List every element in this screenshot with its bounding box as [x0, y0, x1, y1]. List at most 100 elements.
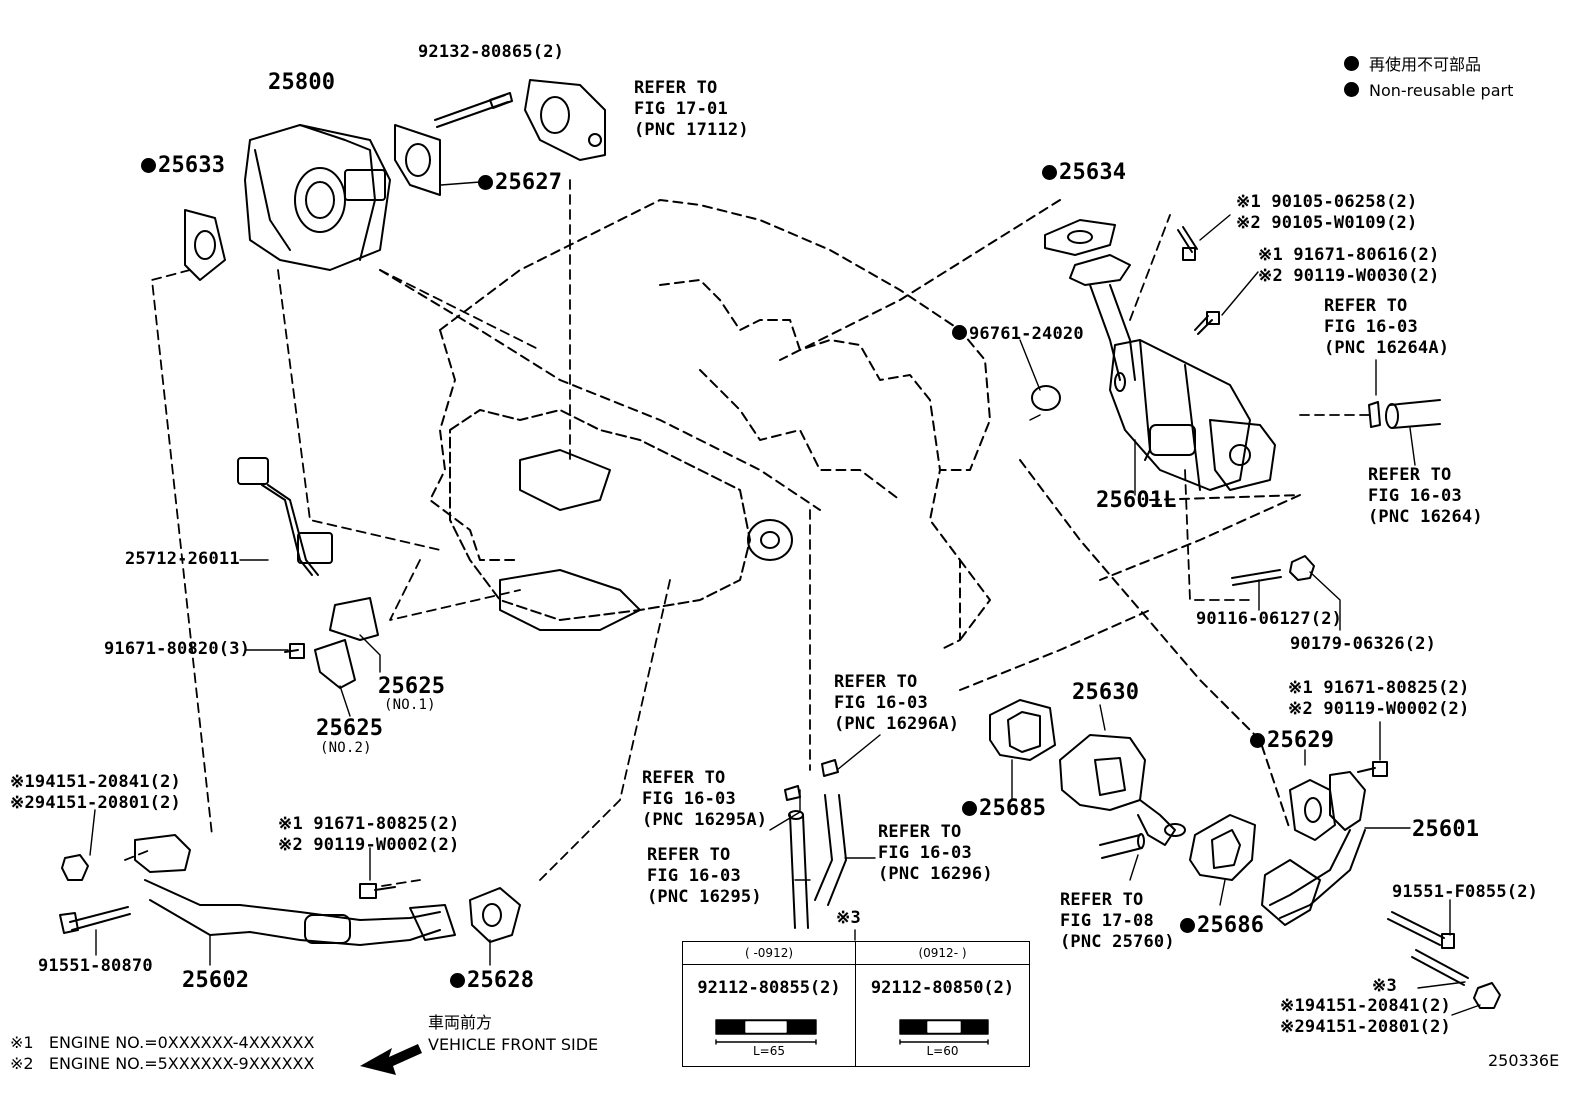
- part-number: 96761-24020: [969, 324, 1084, 344]
- engine-note-2: ※2 ENGINE NO.=5XXXXXX-9XXXXXX: [10, 1054, 315, 1073]
- part-label-25625-no2: 25625: [316, 716, 384, 741]
- part-label-94151-right: ※194151-20841(2) ※294151-20801(2): [1280, 996, 1451, 1037]
- nut-94151-right: [1473, 982, 1501, 1009]
- part-label-90116-06127: 90116-06127(2): [1196, 609, 1343, 629]
- stud-90116: [1231, 569, 1282, 586]
- part-label-92132-80865: 92132-80865(2): [418, 42, 565, 62]
- part-label-25625-no1: 25625: [378, 674, 446, 699]
- part-label-90179-06326: 90179-06326(2): [1290, 634, 1437, 654]
- non-reusable-dot-icon: [1344, 56, 1359, 71]
- bolt-90105: [1177, 226, 1198, 261]
- hose-16296: [814, 794, 847, 906]
- part-label-25602: 25602: [182, 968, 250, 993]
- legend-row-en: Non-reusable part: [1344, 78, 1513, 104]
- part-number: 25627: [495, 170, 563, 195]
- flange-17112: [524, 79, 606, 161]
- throttle-body-25800: [244, 124, 391, 271]
- part-label-96761-24020: 96761-24020: [952, 324, 1084, 345]
- vehicle-front-ja: 車両前方: [428, 1013, 493, 1032]
- refer-fig-16-03-16264A: REFER TO FIG 16-03 (PNC 16264A): [1324, 296, 1450, 358]
- col1-part-number: 92112-80855(2): [697, 978, 841, 998]
- pipe-25760: [1099, 833, 1145, 859]
- part-label-94151-left: ※194151-20841(2) ※294151-20801(2): [10, 772, 181, 813]
- refer-fig-16-03-16295: REFER TO FIG 16-03 (PNC 16295): [647, 845, 762, 907]
- part-label-25629: 25629: [1250, 728, 1334, 754]
- refer-fig-16-03-16296A: REFER TO FIG 16-03 (PNC 16296A): [834, 672, 960, 734]
- part-label-91671-80820: 91671-80820(3): [104, 639, 251, 659]
- nut-94151-left: [61, 854, 89, 881]
- front-arrow-icon: [360, 1044, 422, 1075]
- refer-fig-17-01: REFER TO FIG 17-01 (PNC 17112): [634, 78, 749, 140]
- part-label-25627: 25627: [478, 170, 562, 196]
- bolt-91551-F0855: [1387, 911, 1455, 949]
- legend-row-ja: 再使用不可部品: [1344, 52, 1513, 78]
- nut-90179: [1289, 555, 1315, 581]
- part-label-91671-80825-right: ※1 91671-80825(2) ※2 90119-W0002(2): [1288, 678, 1470, 719]
- bolt-91671-825-right: [1357, 761, 1388, 777]
- solid-leaders: [89, 181, 1481, 1016]
- stud-length-table: ( -0912) (0912- ) 92112-80855(2) 92112-8…: [682, 941, 1030, 1067]
- intake-manifold: [449, 409, 793, 631]
- egr-pipe-25634: [1044, 219, 1136, 381]
- non-reusable-dot-icon: [1042, 165, 1057, 180]
- egr-cooler-25601L: [1109, 339, 1276, 491]
- refer-fig-16-03-16264: REFER TO FIG 16-03 (PNC 16264): [1368, 465, 1483, 527]
- gasket-25633: [184, 209, 226, 281]
- part-label-91671-80825-left: ※1 91671-80825(2) ※2 90119-W0002(2): [278, 814, 460, 855]
- stud-length-diagrams: [715, 1019, 989, 1045]
- part-number: 25628: [467, 968, 535, 993]
- legend: 再使用不可部品 Non-reusable part: [1344, 52, 1513, 104]
- non-reusable-dot-icon: [962, 801, 977, 816]
- egr-pipe-25601: [1261, 771, 1366, 926]
- engine-note-1: ※1 ENGINE NO.=0XXXXXX-4XXXXXX: [10, 1033, 315, 1052]
- gasket-25627: [394, 124, 441, 196]
- part-label-25628: 25628: [450, 968, 534, 994]
- bracket-25625-no1: [329, 597, 379, 641]
- gasket-25685: [989, 699, 1056, 761]
- non-reusable-dot-icon: [1344, 82, 1359, 97]
- gasket-25629: [1289, 779, 1336, 841]
- part-label-25601L: 25601L: [1096, 488, 1177, 513]
- bolt-91671-616: [1194, 311, 1220, 335]
- refer-fig-16-03-16296: REFER TO FIG 16-03 (PNC 16296): [878, 822, 993, 884]
- refer-fig-16-03-16295A: REFER TO FIG 16-03 (PNC 16295A): [642, 768, 768, 830]
- note-3-right: ※3: [1372, 976, 1397, 996]
- o-ring-96761: [1031, 385, 1061, 411]
- bracket-25625-no2: [314, 639, 356, 689]
- part-label-25685: 25685: [962, 796, 1046, 822]
- part-label-25800: 25800: [268, 70, 336, 95]
- stud-92112: [1411, 949, 1469, 986]
- refer-fig-17-08-25760: REFER TO FIG 17-08 (PNC 25760): [1060, 890, 1175, 952]
- vehicle-front-en: VEHICLE FRONT SIDE: [428, 1035, 599, 1054]
- gasket-25628: [469, 887, 521, 943]
- part-label-25625-no2-note: (NO.2): [320, 740, 372, 756]
- hose-16264: [1368, 399, 1441, 429]
- part-label-91671-80616: ※1 91671-80616(2) ※2 90119-W0030(2): [1258, 245, 1440, 286]
- non-reusable-dot-icon: [1250, 733, 1265, 748]
- bolt-91671-825-left: [359, 883, 396, 899]
- non-reusable-dot-icon: [478, 175, 493, 190]
- part-label-25634: 25634: [1042, 160, 1126, 186]
- part-label-90105: ※1 90105-06258(2) ※2 90105-W0109(2): [1236, 192, 1418, 233]
- clip-16296A: [821, 759, 839, 777]
- non-reusable-dot-icon: [141, 158, 156, 173]
- part-label-25686: 25686: [1180, 913, 1264, 939]
- col2-length: L=60: [926, 1044, 959, 1058]
- non-reusable-dot-icon: [1180, 918, 1195, 933]
- part-label-25625-no1-note: (NO.1): [384, 697, 436, 713]
- bolt-91551-80870: [59, 906, 131, 934]
- part-number: 25633: [158, 153, 226, 178]
- stud-92132: [434, 92, 513, 128]
- dashed-leaders: [124, 179, 1371, 887]
- egr-valve-25630: [1059, 734, 1186, 846]
- col2-range: (0912- ): [856, 942, 1029, 965]
- part-label-91551-F0855: 91551-F0855(2): [1392, 882, 1539, 902]
- non-reusable-dot-icon: [952, 325, 967, 340]
- bolt-91671-820: [284, 643, 305, 659]
- sensor-25712: [237, 457, 333, 576]
- gasket-25686: [1189, 814, 1256, 881]
- legend-ja-text: 再使用不可部品: [1369, 55, 1482, 74]
- engine-block-outline: [379, 199, 1301, 831]
- diagram-id: 250336E: [1488, 1051, 1560, 1070]
